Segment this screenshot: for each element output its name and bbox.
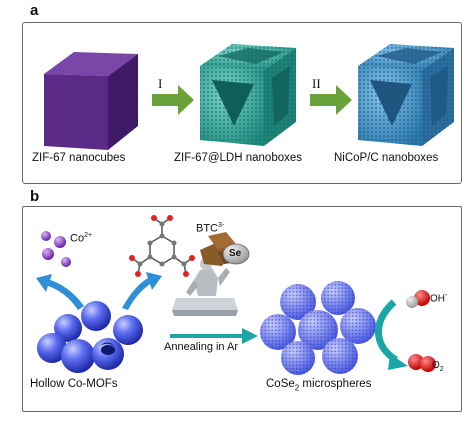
annealing-label: Annealing in Ar [164,341,238,353]
annealing-arrow [170,328,258,344]
nicop-nanobox [358,44,454,146]
caption-ldh: ZIF-67@LDH nanoboxes [174,152,303,164]
hydroxide-molecule [406,290,430,308]
cobalt-ions [41,231,71,267]
caption-zif67: ZIF-67 nanocubes [32,152,126,164]
hydroxide-label: OH- [430,292,448,305]
oer-arrow [375,299,408,370]
panel-a-label: a [30,2,39,19]
arrow-step-2 [310,85,352,115]
cose2-microspheres [260,281,376,375]
product-label: CoSe2 microspheres [266,378,372,393]
step-2-label: II [312,76,321,91]
step-1-label: I [158,76,163,91]
ldh-nanobox [200,44,296,146]
atlas-carrying-se [172,232,250,316]
caption-nicop: NiCoP/C nanoboxes [334,152,439,164]
hollow-co-mofs [37,301,143,373]
oxygen-molecule [408,354,436,372]
cobalt-ion-label: Co2+ [70,232,93,245]
oxygen-label: O2 [432,360,444,373]
se-label: Se [229,248,242,259]
arrow-step-1 [152,85,194,115]
panel-b-graphics [36,215,436,375]
panel-b-label: b [30,188,40,205]
panel-a-graphics [44,44,454,150]
split-arrows [36,272,162,310]
precursor-label: Hollow Co-MOFs [30,378,118,390]
zif67-cube [44,52,138,150]
btc-label: BTC3- [196,222,225,235]
